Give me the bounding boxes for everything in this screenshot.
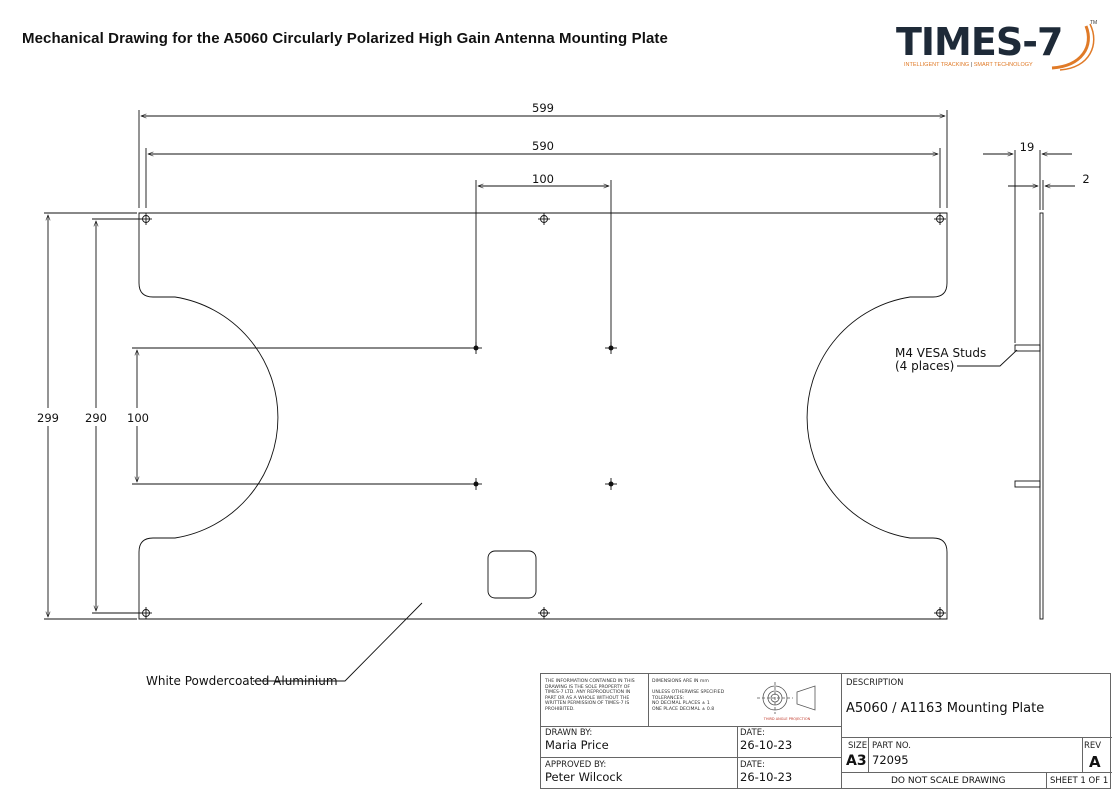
disclaimer-line: TIMES-7 LTD. ANY REPRODUCTION IN [545, 690, 631, 696]
disclaimer-line: PART OR AS A WHOLE WITHOUT THE [545, 695, 630, 701]
side-view-plate [1039, 212, 1044, 620]
dim-label-599: 599 [532, 101, 554, 115]
drawn-by-label: DRAWN BY: [545, 728, 593, 738]
logo-tagline: INTELLIGENT TRACKING | SMART TECHNOLOGY [904, 62, 1033, 68]
description-label: DESCRIPTION [846, 678, 904, 688]
plate-outline [138, 212, 948, 620]
company-logo: TIMES-7 TM INTELLIGENT TRACKING | SMART … [892, 18, 1102, 74]
size-value: A3 [846, 753, 867, 769]
title-block: THE INFORMATION CONTAINED IN THIS DRAWIN… [540, 673, 1112, 789]
dim-label-19: 19 [1020, 140, 1035, 154]
dim-label-100-y: 100 [127, 411, 149, 425]
approved-by-label: APPROVED BY: [545, 760, 607, 770]
sheet-number: SHEET 1 OF 1 [1050, 776, 1109, 786]
rev-value: A [1089, 753, 1101, 771]
part-no-value: 72095 [872, 753, 909, 767]
dim-label-590: 590 [532, 139, 554, 153]
disclaimer-line: DRAWING IS THE SOLE PROPERTY OF [545, 684, 631, 690]
dim-label-100-x: 100 [532, 172, 554, 186]
logo-wordmark: TIMES-7 [896, 20, 1063, 64]
approved-date-label: DATE: [740, 760, 765, 770]
approved-by-value: Peter Wilcock [545, 770, 623, 784]
tolerance-line: UNLESS OTHERWISE SPECIFIED [652, 690, 725, 696]
tolerance-line: TOLERANCES: [652, 695, 685, 701]
dim-label-299: 299 [37, 411, 59, 425]
logo-trademark: TM [1090, 20, 1098, 26]
tagline-part-1: INTELLIGENT TRACKING [904, 62, 970, 68]
drawn-date-value: 26-10-23 [740, 738, 793, 752]
dim-label-2: 2 [1082, 172, 1089, 186]
tagline-part-2: SMART TECHNOLOGY [973, 62, 1033, 68]
approved-date-value: 26-10-23 [740, 770, 793, 784]
third-angle-projection-icon: THIRD ANGLE PROJECTION [757, 682, 816, 721]
tolerance-text: DIMENSIONS ARE IN mm UNLESS OTHERWISE SP… [652, 679, 747, 713]
disclaimer-line: WRITTEN PERMISSION OF TIMES-7 IS [545, 701, 630, 707]
dim-label-290: 290 [85, 411, 107, 425]
drawn-date-label: DATE: [740, 728, 765, 738]
scale-note: DO NOT SCALE DRAWING [891, 776, 1006, 786]
material-note: White Powdercoated Aluminium [146, 674, 338, 688]
tolerance-line: ONE PLACE DECIMAL ± 0.8 [652, 706, 715, 712]
tolerance-line: NO DECIMAL PLACES ± 1 [652, 701, 710, 707]
side-view-stud-bottom [1014, 480, 1041, 488]
disclaimer-line: THE INFORMATION CONTAINED IN THIS [545, 679, 635, 684]
rev-label: REV [1084, 741, 1102, 751]
logo-swoosh-icon [1051, 23, 1095, 71]
drawn-by-value: Maria Price [545, 738, 609, 752]
studs-note-line1: M4 VESA Studs [895, 346, 986, 360]
vesa-studs [470, 342, 617, 490]
tagline-separator: | [969, 62, 974, 68]
page-title: Mechanical Drawing for the A5060 Circula… [22, 30, 668, 47]
size-label: SIZE [848, 741, 868, 751]
disclaimer-text: THE INFORMATION CONTAINED IN THIS DRAWIN… [545, 679, 647, 713]
projection-caption: THIRD ANGLE PROJECTION [763, 717, 811, 721]
description-value: A5060 / A1163 Mounting Plate [846, 701, 1045, 716]
mounting-holes [140, 213, 946, 619]
tolerance-line: DIMENSIONS ARE IN mm [652, 679, 709, 684]
side-view-stud-top [1014, 344, 1041, 352]
studs-note-line2: (4 places) [895, 359, 954, 373]
cutout [487, 550, 537, 599]
part-no-label: PART NO. [872, 741, 911, 751]
disclaimer-line: PROHIBITED. [545, 706, 575, 712]
